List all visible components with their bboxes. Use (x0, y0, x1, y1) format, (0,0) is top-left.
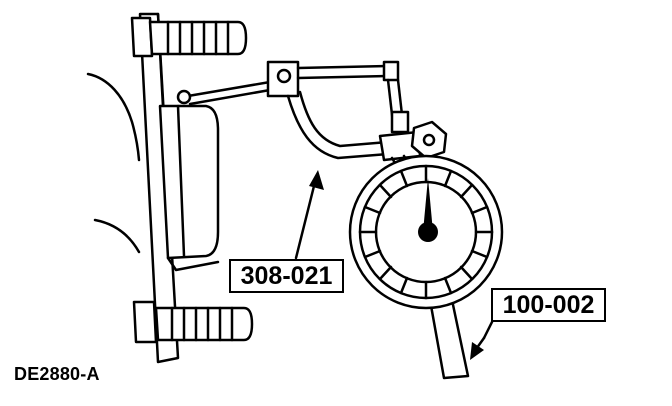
lower-stud-bolt (132, 300, 254, 344)
leader-100-002 (470, 320, 494, 360)
spindle (386, 78, 410, 134)
mounting-plate (138, 12, 180, 364)
housing-lower-curve (93, 218, 141, 254)
probe-tip (176, 89, 192, 105)
rod-clamp (266, 60, 300, 98)
holding-arm (286, 90, 390, 160)
upper-stud-bolt (130, 16, 248, 58)
hub-face (158, 104, 220, 272)
callout-label-100-002: 100-002 (491, 288, 606, 322)
dial-pivot (418, 222, 438, 242)
dial-indicator (348, 154, 504, 380)
figure-identifier: DE2880-A (14, 364, 100, 384)
leader-308-021 (294, 170, 324, 260)
housing-upper-curve (86, 72, 141, 162)
probe-rod (176, 80, 272, 106)
upper-bar (296, 60, 400, 82)
dial-needle (423, 178, 433, 232)
callout-label-308-021: 308-021 (229, 259, 344, 293)
